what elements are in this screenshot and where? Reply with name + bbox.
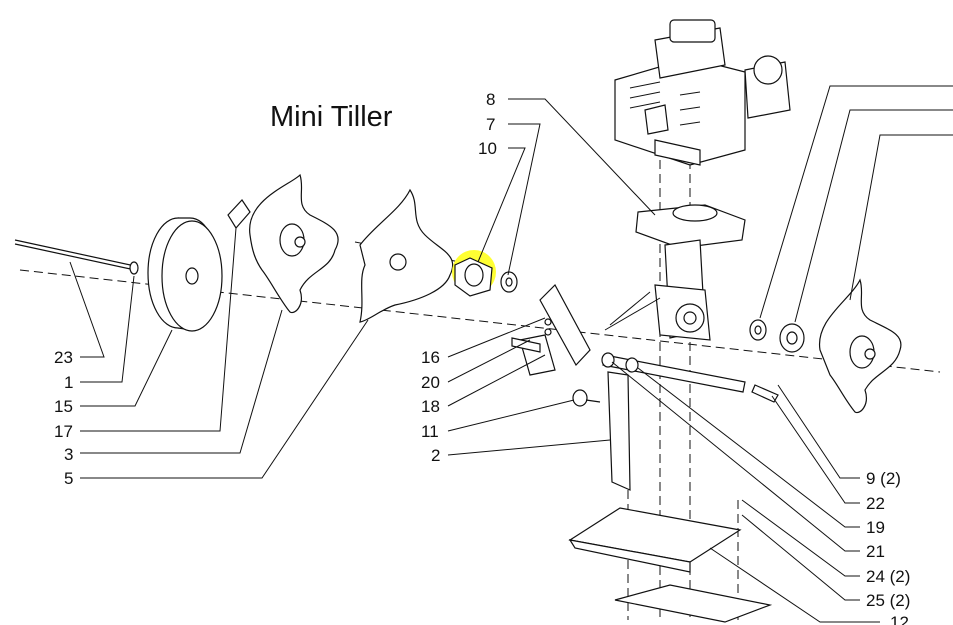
leader-3 bbox=[80, 309, 283, 454]
leader-25 bbox=[741, 514, 860, 601]
callout-5: 5 bbox=[64, 469, 73, 488]
callout-9: 9 (2) bbox=[866, 469, 901, 488]
leader-16 bbox=[447, 317, 546, 358]
bottom-plate bbox=[614, 584, 773, 623]
leader-17 bbox=[80, 227, 237, 432]
leader-20 bbox=[447, 339, 531, 383]
leader-19 bbox=[637, 367, 860, 528]
leader-8 bbox=[508, 98, 656, 216]
right-tine bbox=[819, 278, 902, 414]
leader-11 bbox=[447, 399, 575, 432]
callout-22: 22 bbox=[866, 494, 885, 513]
engine bbox=[614, 19, 791, 166]
outer-tine bbox=[249, 173, 339, 314]
callout-24: 24 (2) bbox=[866, 567, 910, 586]
wheel-rod bbox=[14, 239, 136, 267]
leader-right-washer bbox=[759, 85, 953, 319]
callout-10: 10 bbox=[478, 139, 497, 158]
callout-8: 8 bbox=[486, 90, 495, 109]
callout-18: 18 bbox=[421, 397, 440, 416]
callout-19: 19 bbox=[866, 518, 885, 537]
callout-11: 11 bbox=[421, 422, 439, 441]
leader-10 bbox=[477, 147, 526, 263]
callout-15: 15 bbox=[54, 397, 73, 416]
inner-tine bbox=[359, 188, 454, 323]
callout-1: 1 bbox=[64, 373, 73, 392]
leader-24 bbox=[741, 499, 860, 577]
leader-9 bbox=[777, 384, 860, 479]
leader-12 bbox=[709, 547, 880, 623]
diagram-title: Mini Tiller bbox=[270, 101, 393, 133]
leader-18 bbox=[447, 354, 546, 407]
shield bbox=[568, 507, 742, 563]
callout-12: 12 bbox=[890, 613, 909, 625]
callout-21: 21 bbox=[866, 542, 885, 561]
bolt bbox=[572, 389, 601, 407]
callout-16: 16 bbox=[421, 348, 440, 367]
leader-21 bbox=[611, 361, 860, 552]
leader-5 bbox=[80, 319, 369, 479]
leader-7 bbox=[507, 123, 541, 276]
leader-22 bbox=[771, 395, 860, 504]
bracket-assembly bbox=[511, 284, 591, 376]
depth-bar bbox=[607, 371, 631, 491]
callout-25: 25 (2) bbox=[866, 591, 910, 610]
leader-right-spacer bbox=[794, 109, 953, 323]
hub-part-10 bbox=[454, 257, 493, 297]
leader-right-tine bbox=[849, 134, 953, 301]
gear-housing bbox=[604, 204, 746, 341]
right-washer bbox=[749, 319, 767, 341]
callout-3: 3 bbox=[64, 445, 73, 464]
drive-shaft bbox=[601, 352, 779, 403]
callout-17: 17 bbox=[54, 422, 73, 441]
callout-2: 2 bbox=[431, 446, 440, 465]
rod-washer bbox=[129, 261, 139, 275]
leader-2 bbox=[447, 439, 611, 456]
right-spacer bbox=[779, 323, 805, 353]
callout-20: 20 bbox=[421, 373, 440, 392]
callout-23: 23 bbox=[54, 348, 73, 367]
cotter-pin bbox=[227, 199, 251, 230]
leader-23 bbox=[69, 261, 105, 358]
wheel bbox=[147, 217, 223, 332]
leader-15 bbox=[80, 329, 173, 407]
callout-7: 7 bbox=[486, 115, 495, 134]
leader-1 bbox=[80, 275, 135, 383]
